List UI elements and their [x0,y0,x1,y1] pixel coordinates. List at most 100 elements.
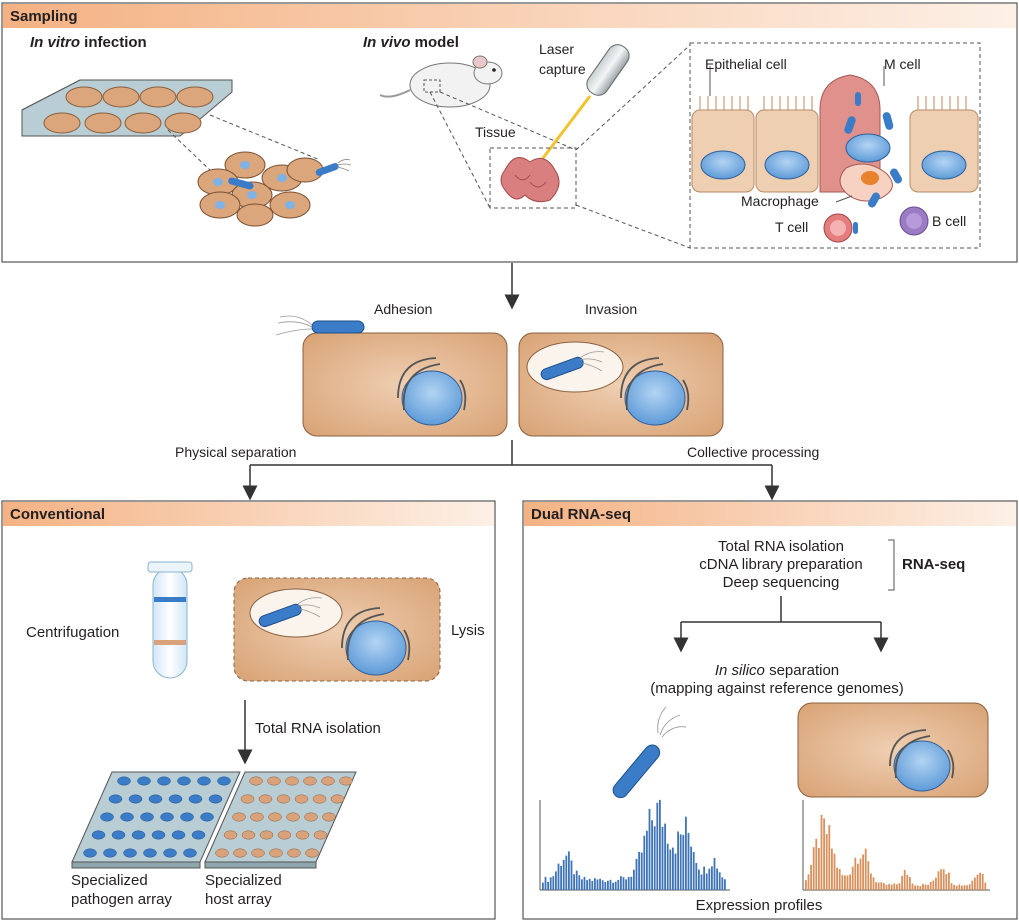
mapping-label: (mapping against reference genomes) [650,680,903,697]
t-cell-label: T cell [775,219,808,235]
in-vitro-label: In vitro infection [30,34,147,51]
profile-bar [940,869,942,890]
array-well [250,812,264,822]
profile-bar [942,869,945,890]
array-well [232,812,246,822]
profile-bar [721,877,724,890]
profile-bar [599,878,601,890]
profile-bar [841,875,844,890]
profile-bar [578,875,581,890]
profile-bar [638,851,640,890]
array-well [268,812,282,822]
profile-bar [961,885,963,890]
profile-bar [544,876,547,890]
array-well [259,830,274,840]
profile-bar [831,848,833,890]
profile-bar [607,880,609,890]
profile-bar [716,868,718,890]
array-well [168,794,183,804]
centrifugation-label: Centrifugation [26,624,119,641]
profile-bar [966,885,968,890]
profile-bar [664,823,666,890]
profile-bar [914,885,916,890]
profile-bar [836,867,838,890]
lysis-label: Lysis [451,622,485,639]
profile-bar [859,858,862,890]
profile-bar [929,881,932,890]
conventional-title: Conventional [10,506,105,523]
array-well [305,848,319,858]
profile-bar [698,869,700,890]
host-array [204,771,357,869]
profile-bar [851,866,854,890]
rnaseq-label: RNA-seq [902,556,965,573]
profile-bar [916,885,919,890]
profile-bar [573,874,575,890]
array-well [276,794,291,804]
profile-bar [872,877,875,890]
array-well [143,848,157,858]
tissue-label: Tissue [475,124,516,140]
array-well [251,848,265,858]
profile-bar [953,884,955,890]
profile-bar [648,808,651,890]
total-rna-isolation-label: Total RNA isolation [255,720,381,737]
profile-bar [820,815,823,890]
profile-bar [981,873,984,890]
array-well [217,776,231,786]
array-well [200,812,214,822]
profile-bar [620,876,622,890]
profile-bar [862,854,864,890]
profile-bar [976,874,979,890]
profile-bar [542,882,544,890]
profile-bar [666,843,669,890]
profile-bar [669,849,672,890]
array-well [303,776,317,786]
profile-bar [674,853,677,890]
profile-bar [640,852,643,890]
array-well [83,848,97,858]
array-well [100,812,114,822]
conventional-panel: Conventional Centrifugation Lysis Total … [1,500,496,920]
profile-bar [846,875,849,890]
profile-bar [583,876,586,890]
profile-bar [581,879,583,890]
step-deep-sequencing: Deep sequencing [723,574,840,591]
profile-bar [867,861,870,890]
profile-bar [646,830,648,890]
profile-bar [877,882,880,890]
infected-cell-cluster [197,151,352,227]
profile-bar [711,866,713,890]
in-vivo-label: In vivo model [363,34,459,51]
profile-bar [950,883,953,890]
array-well [285,776,299,786]
laser-label-1: Laser [539,41,574,57]
profile-bar [901,875,903,890]
lysis-cell [233,577,441,682]
array-well [233,848,247,858]
profile-bar [909,877,911,890]
profile-bar [659,799,661,890]
profile-bar [955,885,958,890]
invasion-label: Invasion [585,301,637,317]
profile-bar [893,883,896,890]
profile-bar [833,853,836,890]
array-well [191,830,206,840]
profile-bar [568,851,570,890]
array-well [128,794,143,804]
sampling-title: Sampling [10,8,78,25]
profile-bar [890,884,893,890]
profile-bar [700,874,703,890]
profile-bar [818,847,820,890]
profile-bar [633,869,635,890]
profile-bar [627,877,630,890]
profile-bar [883,883,885,890]
profile-bar [724,879,726,890]
array-well [148,794,163,804]
array-well [286,812,300,822]
pathogen-array-label-2: pathogen array [71,891,172,908]
array-well [295,830,310,840]
profile-bar [825,833,828,890]
profile-bar [549,877,552,890]
